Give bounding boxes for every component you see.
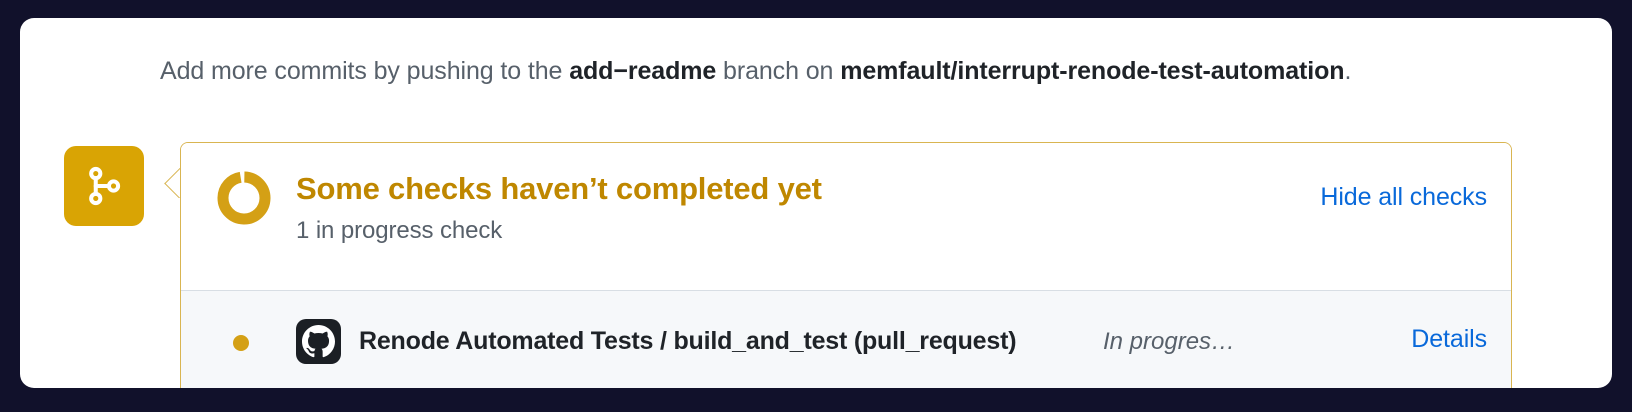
checks-subtitle: 1 in progress check: [296, 217, 503, 244]
commit-prompt: Add more commits by pushing to the add−r…: [160, 54, 1351, 88]
checks-card: Some checks haven’t completed yet 1 in p…: [180, 142, 1512, 388]
card-caret: [163, 168, 181, 198]
git-branch-icon: [82, 164, 126, 208]
check-status: In progres…: [1103, 328, 1236, 355]
hide-all-checks-link[interactable]: Hide all checks: [1320, 183, 1487, 211]
pull-request-panel: Add more commits by pushing to the add−r…: [20, 18, 1612, 388]
commit-prompt-trailing: .: [1344, 57, 1352, 85]
checks-title: Some checks haven’t completed yet: [296, 171, 822, 206]
in-progress-spinner-icon: [215, 169, 273, 227]
repository-name: memfault/interrupt-renode-test-automatio…: [840, 57, 1345, 85]
check-details-link[interactable]: Details: [1411, 325, 1487, 353]
check-name: Renode Automated Tests / build_and_test …: [359, 327, 1017, 355]
status-dot-icon: [233, 335, 249, 351]
checks-header: Some checks haven’t completed yet 1 in p…: [181, 143, 1511, 291]
branch-badge: [64, 146, 144, 226]
checks-header-text: Some checks haven’t completed yet 1 in p…: [296, 169, 822, 246]
commit-prompt-middle: branch on: [716, 57, 841, 85]
table-row[interactable]: Renode Automated Tests / build_and_test …: [181, 291, 1511, 388]
branch-name: add−readme: [569, 57, 717, 85]
github-octocat-icon: [296, 319, 341, 364]
commit-prompt-lead: Add more commits by pushing to the: [160, 57, 570, 85]
